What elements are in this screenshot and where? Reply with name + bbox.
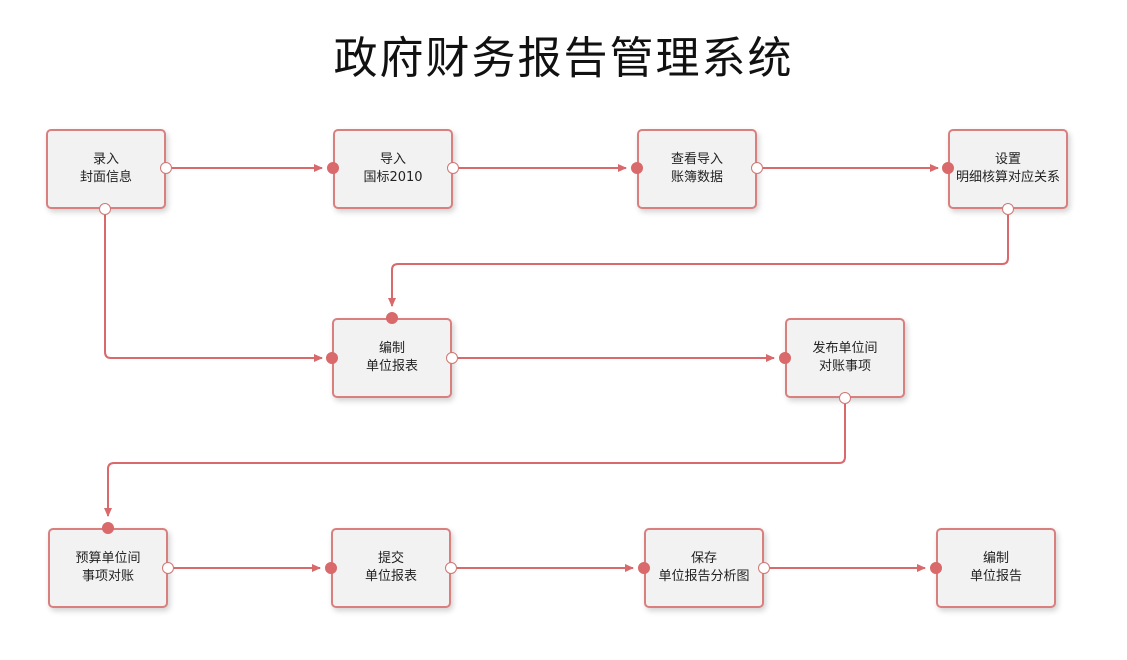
port-in-compile-top[interactable] <box>386 312 398 324</box>
port-out-settings-bottom[interactable] <box>1002 203 1014 215</box>
node-label-line2: 账簿数据 <box>670 170 723 185</box>
port-in-settings-left[interactable] <box>942 162 954 174</box>
node-label-line1: 查看导入 <box>670 152 723 167</box>
node-label-line1: 保存 <box>690 551 717 566</box>
port-in-report-left[interactable] <box>930 562 942 574</box>
node-save-analysis-chart[interactable]: 保存 单位报告分析图 <box>644 528 764 608</box>
port-out-budget-right[interactable] <box>162 562 174 574</box>
node-label-line2: 封面信息 <box>79 170 132 185</box>
node-compile-statements[interactable]: 编制 单位报表 <box>332 318 452 398</box>
edge-publish-to-budget <box>104 404 846 517</box>
page-title: 政府财务报告管理系统 <box>333 33 794 84</box>
port-in-publish-left[interactable] <box>779 352 791 364</box>
node-cover-info[interactable]: 录入 封面信息 <box>46 129 166 209</box>
node-label-line1: 编制 <box>378 341 405 356</box>
port-in-save-left[interactable] <box>638 562 650 574</box>
node-label-line1: 设置 <box>994 152 1021 167</box>
port-in-budget-top[interactable] <box>102 522 114 534</box>
node-label-line1: 导入 <box>379 152 406 167</box>
node-view-ledger-data[interactable]: 查看导入 账簿数据 <box>637 129 757 209</box>
node-label-line2: 对账事项 <box>818 359 871 374</box>
port-out-import-right[interactable] <box>447 162 459 174</box>
node-label-line1: 编制 <box>982 551 1009 566</box>
node-label-line2: 国标2010 <box>363 170 423 185</box>
port-out-cover-right[interactable] <box>160 162 172 174</box>
node-import-standard[interactable]: 导入 国标2010 <box>333 129 453 209</box>
port-out-compile-right[interactable] <box>446 352 458 364</box>
node-submit-statements[interactable]: 提交 单位报表 <box>331 528 451 608</box>
node-publish-reconciliation[interactable]: 发布单位间 对账事项 <box>785 318 905 398</box>
node-label-line2: 单位报表 <box>364 569 417 584</box>
port-out-view-right[interactable] <box>751 162 763 174</box>
node-compile-report[interactable]: 编制 单位报告 <box>936 528 1056 608</box>
node-label-line2: 单位报告分析图 <box>658 569 750 584</box>
port-out-submit-right[interactable] <box>445 562 457 574</box>
port-in-compile-left[interactable] <box>326 352 338 364</box>
node-label-line2: 单位报表 <box>365 359 418 374</box>
port-out-save-right[interactable] <box>758 562 770 574</box>
node-label-line1: 提交 <box>377 551 404 566</box>
node-budget-reconciliation[interactable]: 预算单位间 事项对账 <box>48 528 168 608</box>
node-label-line1: 发布单位间 <box>812 341 878 356</box>
edge-settings-to-compile <box>388 215 1009 307</box>
port-in-submit-left[interactable] <box>325 562 337 574</box>
node-settings-mapping[interactable]: 设置 明细核算对应关系 <box>948 129 1068 209</box>
port-out-cover-bottom[interactable] <box>99 203 111 215</box>
edge-cover-to-compile <box>104 215 323 362</box>
port-out-publish-bottom[interactable] <box>839 392 851 404</box>
node-label-line2: 事项对账 <box>81 569 134 584</box>
node-label-line2: 单位报告 <box>969 569 1022 584</box>
port-in-view-left[interactable] <box>631 162 643 174</box>
port-in-import-left[interactable] <box>327 162 339 174</box>
node-label-line1: 预算单位间 <box>75 551 141 566</box>
node-label-line2: 明细核算对应关系 <box>955 170 1060 185</box>
node-label-line1: 录入 <box>92 152 119 167</box>
